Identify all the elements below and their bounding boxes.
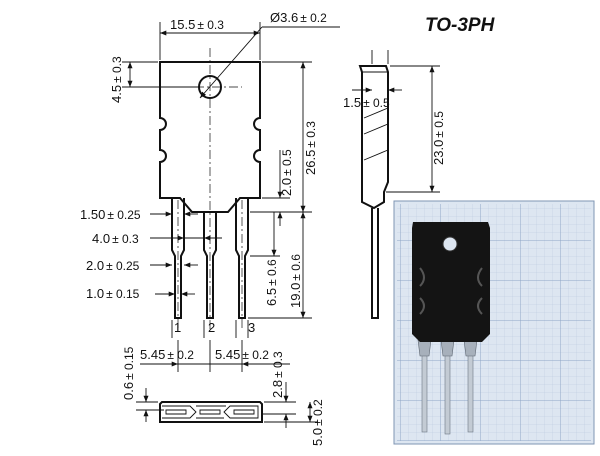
dim-body-height-label: 23.0± 0.5 xyxy=(431,111,446,165)
photo-lead-shoulder xyxy=(463,339,478,357)
bottom-view: 5.45± 0.2 5.45± 0.2 0.6± 0.15 2.8± 0.3 xyxy=(121,340,325,446)
dim-pitch-left-label: 5.45± 0.2 xyxy=(140,347,194,362)
lead-1 xyxy=(171,198,185,319)
dim-width-label: 15.5± 0.3 xyxy=(170,17,224,32)
side-view: 1.5± 0.5 23.0± 0.5 xyxy=(343,50,446,319)
package-title: TO-3PH xyxy=(425,15,496,36)
photo-lead-shoulder xyxy=(440,339,455,357)
dim-lead-length-label: 19.0± 0.6 xyxy=(288,254,303,308)
photo-body-edge xyxy=(419,267,425,287)
front-view: 1 2 3 15.5± 0.3 Ø3.6± 0.2 4.5± 0.3 26.5±… xyxy=(80,10,340,338)
front-body-outline xyxy=(159,61,261,213)
pin-label-2: 2 xyxy=(208,320,215,335)
dim-height-label: 26.5± 0.3 xyxy=(303,121,318,175)
dim-shoulder-label: 2.0± 0.5 xyxy=(279,149,294,196)
photo-body-edge xyxy=(419,297,425,315)
dim-pitch-right-label: 5.45± 0.2 xyxy=(215,347,269,362)
dim-lead-width-label: 1.0± 0.15 xyxy=(86,286,140,301)
dim-hole-leader xyxy=(199,26,263,99)
photo-body xyxy=(412,222,490,342)
bottom-body-outline xyxy=(159,401,263,423)
side-body-outline xyxy=(358,65,389,210)
dim-tab-thickness-label: 2.8± 0.3 xyxy=(270,351,285,398)
photo-body-edge xyxy=(477,267,483,287)
dim-wide-lead-label: 6.5± 0.6 xyxy=(264,259,279,306)
photo-lead-1 xyxy=(421,349,428,433)
photo-body-edge xyxy=(477,297,483,315)
bottom-lead-3 xyxy=(233,409,255,415)
dim-lead-mid-label: 2.0± 0.25 xyxy=(86,258,140,273)
dim-hole-label: Ø3.6± 0.2 xyxy=(270,10,327,25)
dim-lead-thickness-label: 0.6± 0.15 xyxy=(121,346,136,400)
photo-lead-shoulder xyxy=(417,339,432,357)
pin-label-3: 3 xyxy=(248,320,255,335)
dim-body-thickness-label: 5.0± 0.2 xyxy=(310,399,325,446)
dim-side-thickness-label: 1.5± 0.5 xyxy=(343,95,390,110)
lead-3 xyxy=(235,198,249,319)
dim-inner-spacing-label: 4.0± 0.3 xyxy=(92,231,139,246)
photo-lead-3 xyxy=(467,349,474,433)
bottom-notch xyxy=(196,405,259,419)
photo-mounting-hole xyxy=(442,236,458,252)
pin-label-1: 1 xyxy=(174,320,181,335)
dim-lead-top-label: 1.50± 0.25 xyxy=(80,207,141,222)
bottom-lead-2 xyxy=(199,409,221,415)
side-texture xyxy=(363,107,389,161)
lead-2 xyxy=(203,212,217,319)
bottom-notch xyxy=(162,405,197,419)
bottom-lead-1 xyxy=(165,409,187,415)
dim-tab-offset-label: 4.5± 0.3 xyxy=(109,56,124,103)
photo-lead-2 xyxy=(444,349,451,435)
side-lead xyxy=(371,208,379,319)
component-photo xyxy=(393,200,595,445)
